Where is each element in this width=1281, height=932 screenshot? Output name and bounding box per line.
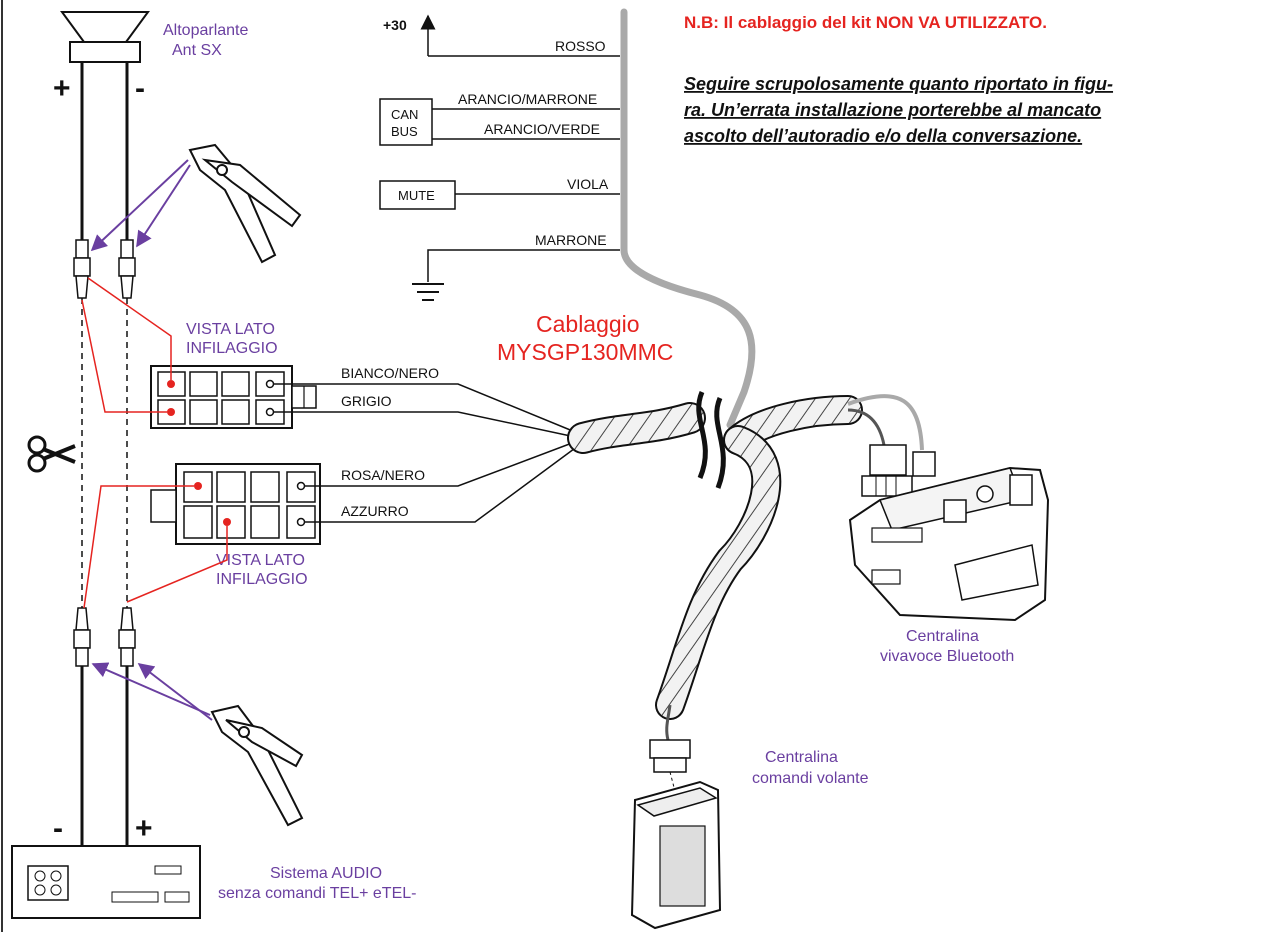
wire-label-rosa-nero: ROSA/NERO [341, 467, 425, 483]
wire-label-bianco-nero: BIANCO/NERO [341, 365, 439, 381]
wire-rosa-nero [305, 439, 581, 487]
connector-top [150, 365, 317, 429]
sw-unit-label-1: Centralina [765, 749, 838, 766]
speaker-label-2: Ant SX [172, 42, 222, 59]
red-wire-link [87, 277, 172, 380]
wire-marrone [427, 249, 620, 282]
pointer-arrow [90, 159, 189, 252]
connector-bottom-view-label-1: VISTA LATO [216, 552, 305, 569]
crimp-terminal-icon [118, 239, 136, 299]
top-plus-sign: + [53, 72, 71, 105]
wire-label-grigio: GRIGIO [341, 393, 392, 409]
bottom-minus-sign: - [53, 812, 63, 845]
supply-label: +30 [383, 17, 407, 33]
connector-bottom-view-label-2: INFILAGGIO [216, 571, 308, 588]
ground-icon [412, 283, 444, 301]
wire-bianco-nero [274, 383, 581, 435]
connector-plug-icon [861, 444, 913, 497]
note-line-3: ascolto dell’autoradio e/o della convers… [684, 126, 1082, 146]
crimp-terminal-icon [73, 607, 91, 667]
wire-label-arancio-verde: ARANCIO/VERDE [484, 121, 600, 137]
crimping-pliers-icon [210, 704, 304, 827]
speaker-label-1: Altoparlante [163, 22, 248, 39]
mute-box [379, 180, 456, 210]
mute-label: MUTE [398, 188, 435, 203]
crimp-terminal-icon [73, 239, 91, 299]
top-minus-sign: - [135, 72, 145, 105]
wire-label-rosso: ROSSO [555, 38, 606, 54]
bluetooth-unit-icon [848, 466, 1050, 622]
connector-plug-icon [912, 451, 936, 477]
cable-break-icon [696, 391, 726, 489]
steering-control-unit-icon [630, 780, 722, 930]
audio-label-2: senza comandi TEL+ eTEL- [218, 885, 416, 902]
harness-label-2: MYSGP130MMC [497, 339, 673, 365]
gray-cable [620, 8, 756, 429]
pointer-arrow [136, 164, 191, 248]
crimping-pliers-icon [188, 143, 302, 264]
bt-unit-label-2: vivavoce Bluetooth [880, 648, 1014, 665]
wire-grigio [274, 411, 581, 439]
bt-unit-label-1: Centralina [906, 628, 979, 645]
red-wire-link [81, 299, 167, 413]
can-bus-label-2: BUS [391, 124, 418, 139]
scissors-icon [27, 435, 76, 473]
note-line-2: ra. Un’errata installazione porterebbe a… [684, 100, 1101, 120]
wire-label-azzurro: AZZURRO [341, 503, 409, 519]
red-wire-link [83, 485, 194, 609]
bottom-plus-sign: + [135, 812, 153, 845]
connector-bottom [150, 463, 321, 545]
can-bus-label-1: CAN [391, 107, 418, 122]
wire-label-marrone: MARRONE [535, 232, 607, 248]
wire-label-arancio-marrone: ARANCIO/MARRONE [458, 91, 597, 107]
pointer-arrow [137, 663, 213, 721]
connector-plug-icon [649, 739, 691, 773]
speaker-icon [60, 11, 150, 63]
connector-top-view-label-2: INFILAGGIO [186, 340, 278, 357]
crimp-terminal-icon [118, 607, 136, 667]
harness-label-1: Cablaggio [536, 311, 640, 337]
sw-unit-label-2: comandi volante [752, 770, 869, 787]
audio-label-1: Sistema AUDIO [270, 865, 382, 882]
pointer-arrow [91, 662, 211, 716]
wire-label-viola: VIOLA [567, 176, 609, 192]
note-line-1: Seguire scrupolosamente quanto riportato… [684, 74, 1113, 94]
wire-azzurro [305, 442, 583, 523]
note-title: N.B: Il cablaggio del kit NON VA UTILIZZ… [684, 13, 1047, 32]
connector-top-view-label-1: VISTA LATO [186, 321, 275, 338]
can-bus-box [379, 98, 433, 146]
audio-system-icon [11, 845, 201, 919]
red-wire-link [126, 526, 228, 603]
